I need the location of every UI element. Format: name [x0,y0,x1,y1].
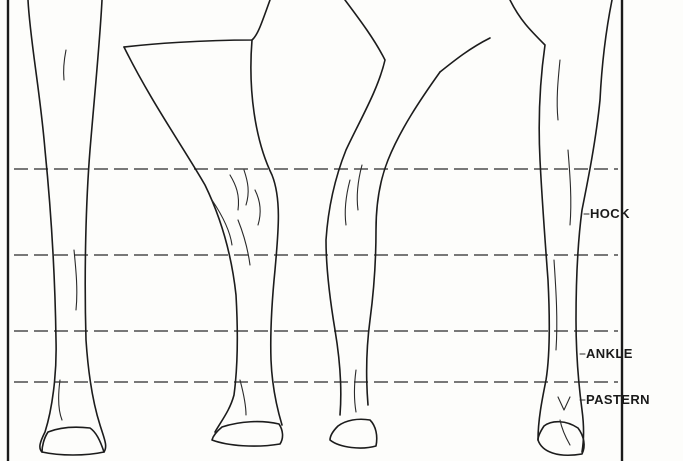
ankle-label: ANKLE [586,347,633,360]
reference-lines [14,169,618,382]
hock-label: HOCK [590,207,630,220]
leg-straight-right [510,0,612,455]
pastern-label: PASTERN [586,393,650,406]
leg-angled-left [124,0,283,446]
leg-straight-left [28,0,106,455]
leg-angled-right [326,0,490,448]
